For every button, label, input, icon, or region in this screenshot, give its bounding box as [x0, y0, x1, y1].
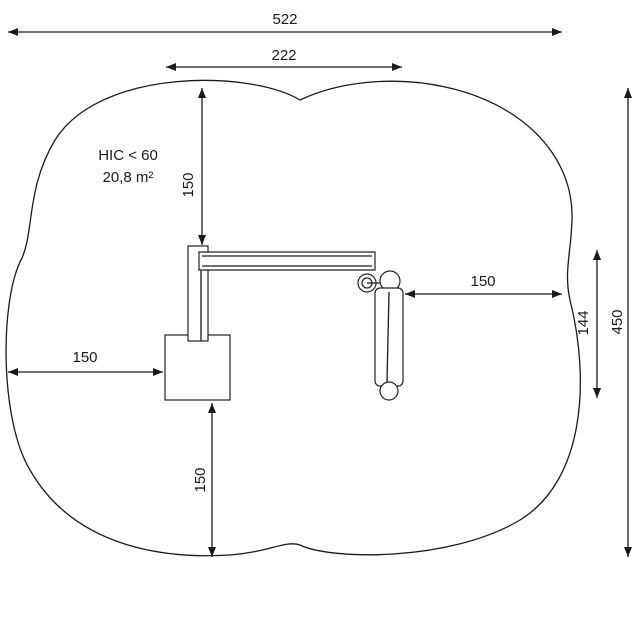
dimension-right-clearance: 150 [470, 273, 495, 290]
beam [198, 251, 376, 271]
dimension-bottom-clearance: 150 [192, 467, 209, 492]
safety-area-outline [5, 79, 581, 557]
hic-label: HIC < 60 [98, 147, 158, 164]
dimension-equipment-width: 222 [271, 47, 296, 64]
dimension-equipment-depth: 144 [575, 310, 592, 335]
platform-base [164, 334, 231, 401]
swing-bottom-ring [379, 381, 399, 401]
play-equipment [164, 245, 404, 401]
area-label: 20,8 m² [103, 169, 154, 186]
dimension-total-width: 522 [272, 11, 297, 28]
dimension-top-clearance: 150 [180, 172, 197, 197]
dimension-total-depth: 450 [609, 309, 626, 334]
dimension-left-clearance: 150 [72, 349, 97, 366]
